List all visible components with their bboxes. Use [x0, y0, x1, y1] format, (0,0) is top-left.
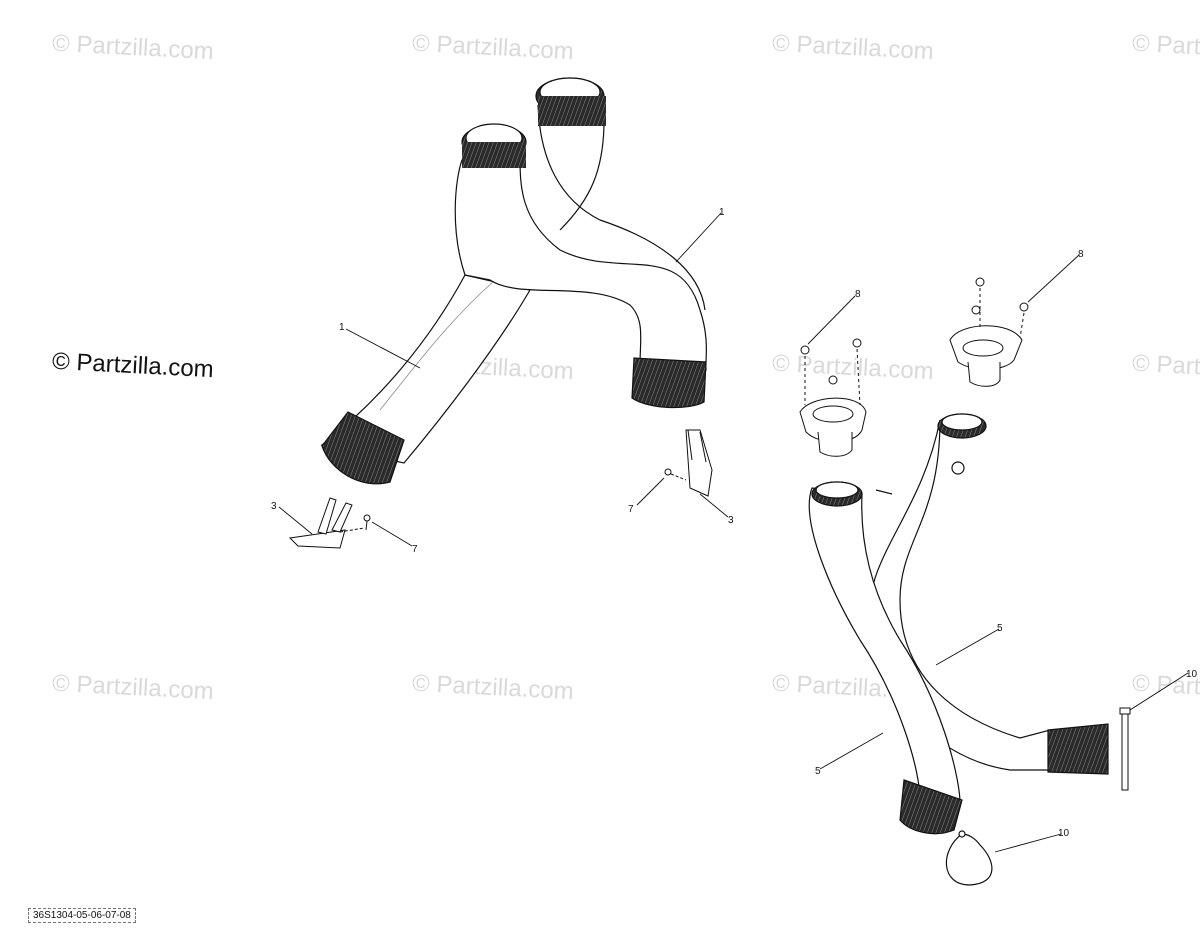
callout-label: 5	[815, 766, 821, 777]
bracket-right	[685, 429, 713, 497]
y-pipe	[320, 77, 707, 485]
callout-label: 5	[997, 623, 1003, 634]
screw-right	[664, 468, 687, 481]
screw-left	[363, 514, 371, 531]
callout-label: 10	[1058, 828, 1070, 839]
flange-left	[799, 338, 867, 457]
callout-label: 8	[1078, 249, 1084, 260]
flange-right	[949, 277, 1029, 387]
bracket-left	[288, 497, 365, 549]
callout-label: 3	[728, 515, 734, 526]
tie-loop	[945, 830, 993, 886]
leader-lines	[278, 212, 1189, 853]
pipe-5	[808, 413, 1109, 835]
callout-label: 7	[628, 504, 634, 515]
callout-label: 10	[1186, 669, 1198, 680]
callout-label: 8	[855, 289, 861, 300]
callout-label: 7	[412, 544, 418, 555]
callout-label: 1	[339, 322, 345, 333]
callout-label: 1	[719, 207, 725, 218]
drawing-code: 36S1304-05-06-07-08	[28, 908, 136, 923]
tie-straight	[1119, 707, 1131, 791]
callout-label: 3	[271, 501, 277, 512]
